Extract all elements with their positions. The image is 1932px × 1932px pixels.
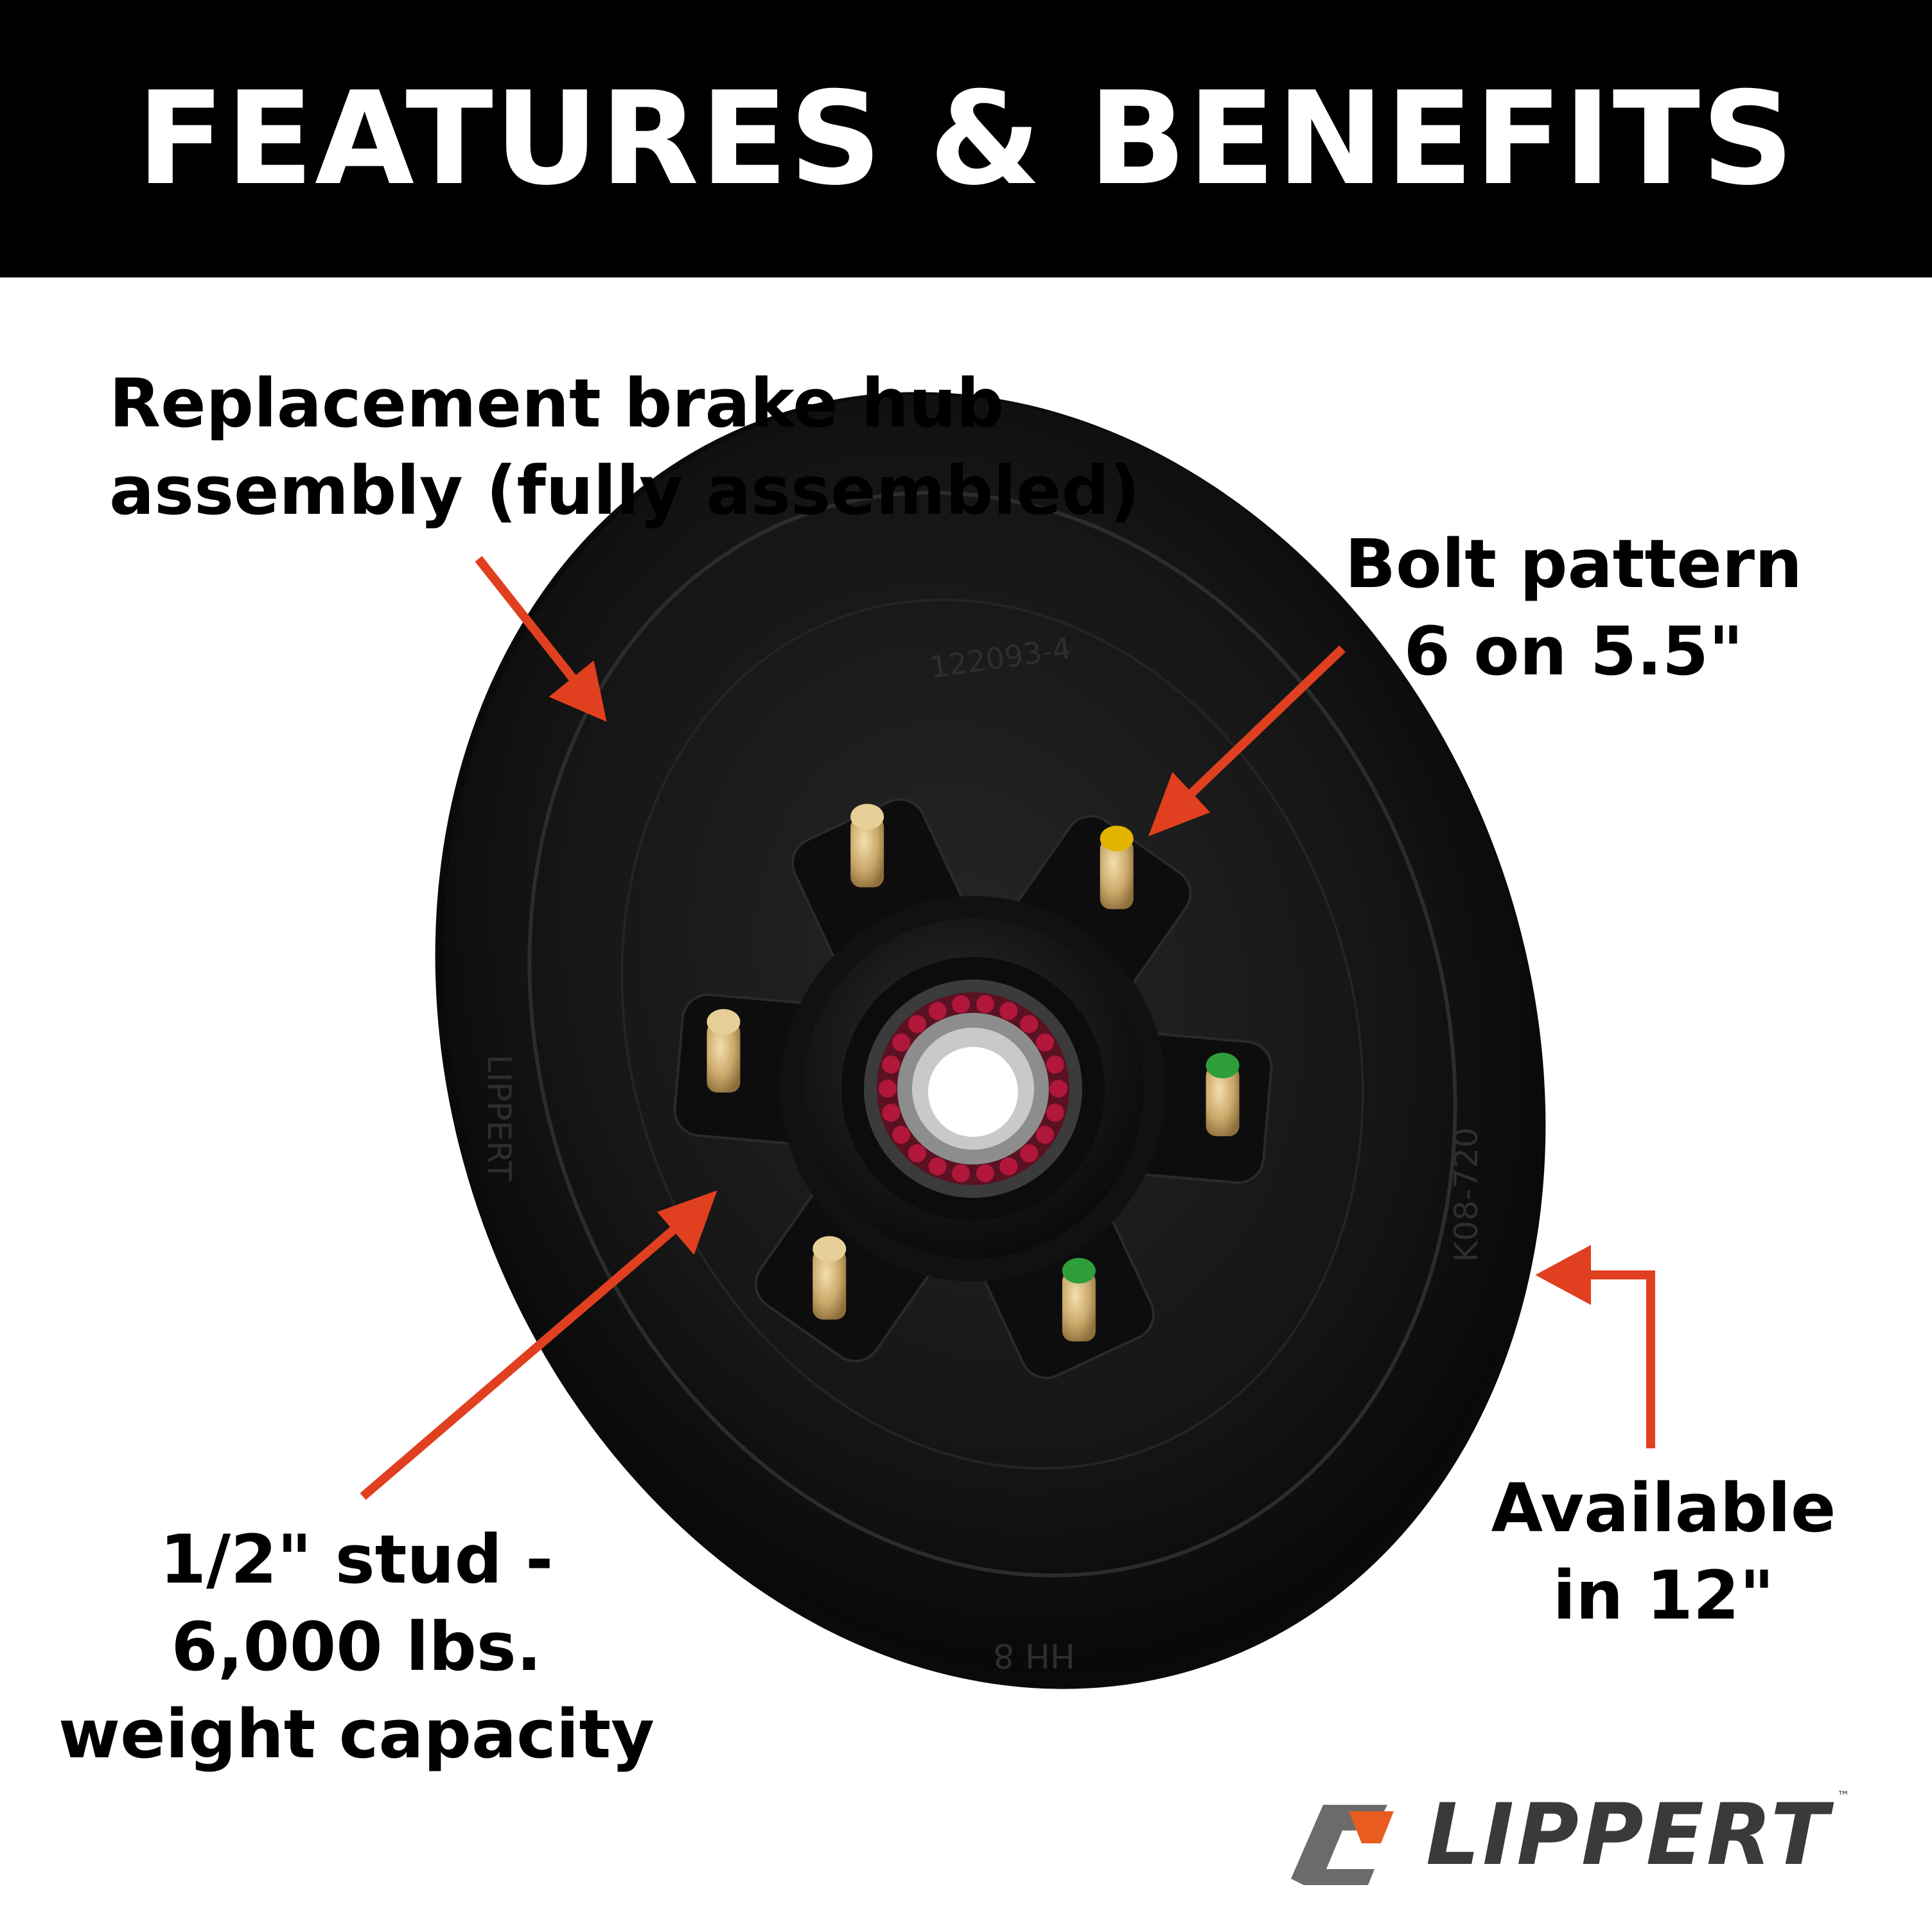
callout-stud-line-1: 1/2" stud -	[159, 1520, 554, 1599]
bearing-roller	[999, 1157, 1018, 1175]
callout-bolt-pattern: Bolt pattern 6 on 5.5"	[1323, 520, 1824, 695]
wheel-stud	[850, 816, 884, 888]
bearing-roller	[999, 1002, 1018, 1021]
header-bar: FEATURES & BENEFITS	[0, 0, 1932, 277]
casting-mark-left: LIPPERT	[480, 1055, 518, 1181]
wheel-stud	[812, 1249, 847, 1320]
bearing-roller	[952, 995, 970, 1014]
stud-paint-mark	[1062, 1258, 1096, 1284]
callout-available: Available in 12"	[1458, 1464, 1869, 1639]
stud-paint-mark	[1100, 825, 1134, 852]
callout-arrows	[360, 556, 1655, 1500]
bearing-roller	[908, 1015, 926, 1033]
casting-mark-bottom: HH 8	[993, 1636, 1075, 1674]
callout-bolt-pattern-line-1: Bolt pattern	[1344, 525, 1803, 603]
bearing-roller	[928, 1002, 947, 1021]
bearing-roller	[1035, 1125, 1054, 1144]
lippert-logo-word: LIPPERT	[1426, 1786, 1831, 1884]
wheel-stud	[1062, 1270, 1096, 1342]
casting-mark-right: K08-720	[1448, 1127, 1485, 1262]
stud-tip	[812, 1236, 847, 1262]
bearing-roller	[892, 1033, 911, 1052]
bearing-roller	[1020, 1015, 1039, 1033]
callout-available-line-2: in 12"	[1552, 1556, 1775, 1635]
bearing-roller	[882, 1055, 900, 1074]
bearing-roller	[952, 1164, 970, 1182]
wheel-stud	[707, 1022, 741, 1093]
page-title: FEATURES & BENEFITS	[136, 64, 1796, 214]
callout-stud-line-3: weight capacity	[58, 1695, 654, 1773]
bearing-roller	[976, 995, 994, 1014]
callout-available-line-1: Available	[1491, 1469, 1836, 1547]
lippert-logo: LIPPERT ™	[1278, 1766, 1856, 1895]
bearing-roller	[976, 1164, 994, 1182]
bearing-roller	[928, 1157, 947, 1175]
bearing-hub	[803, 918, 1143, 1259]
trademark-symbol: ™	[1837, 1788, 1850, 1804]
wheel-stud	[1206, 1065, 1240, 1136]
bearing-roller	[1046, 1055, 1064, 1074]
callout-replacement: Replacement brake hub assembly (fully as…	[109, 360, 1140, 534]
stud-tip	[850, 804, 884, 830]
callout-bolt-pattern-line-2: 6 on 5.5"	[1403, 612, 1744, 690]
bearing-roller	[892, 1125, 911, 1144]
bearing-roller	[882, 1103, 900, 1122]
bearing-roller	[1046, 1103, 1064, 1122]
bearing-roller	[908, 1144, 926, 1163]
callout-replacement-line-2: assembly (fully assembled)	[109, 452, 1140, 530]
bearing-roller	[1049, 1080, 1067, 1098]
callout-stud: 1/2" stud - 6,000 lbs. weight capacity	[58, 1516, 655, 1778]
bearing-roller	[1020, 1144, 1039, 1163]
bearing-roller	[1035, 1033, 1054, 1052]
stud-tip	[707, 1009, 741, 1035]
callout-replacement-line-1: Replacement brake hub	[109, 364, 1005, 443]
lippert-logo-mark-icon	[1291, 1805, 1394, 1885]
stud-paint-mark	[1206, 1052, 1240, 1078]
wheel-stud	[1100, 838, 1134, 909]
bearing-roller	[879, 1080, 897, 1098]
callout-stud-line-2: 6,000 lbs.	[171, 1608, 542, 1686]
